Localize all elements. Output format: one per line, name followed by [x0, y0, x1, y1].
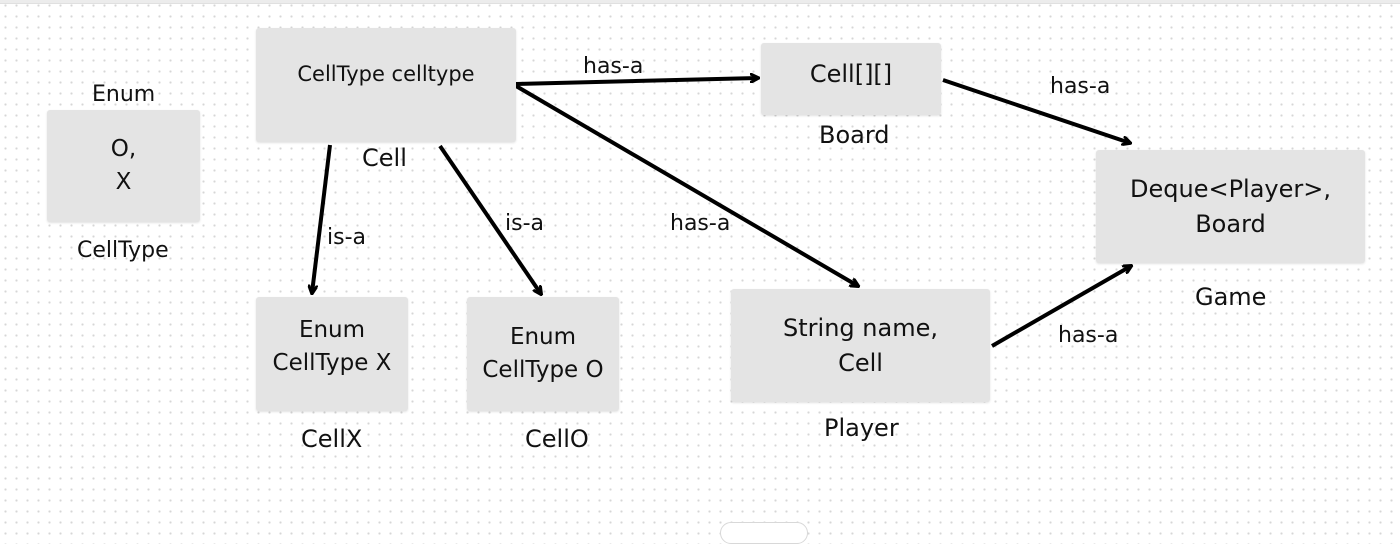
- celltype-enum-node[interactable]: O, X: [47, 110, 200, 222]
- player-caption: Player: [824, 414, 899, 442]
- edge-label-player-game: has-a: [1058, 323, 1119, 348]
- cell-caption: Cell: [362, 144, 407, 172]
- game-node[interactable]: Deque<Player>, Board: [1096, 150, 1365, 263]
- edge-cell-player[interactable]: [514, 84, 858, 286]
- edge-label-board-game: has-a: [1050, 74, 1111, 99]
- edge-board-game[interactable]: [942, 78, 1130, 143]
- diagram-edges: [0, 0, 1400, 348]
- edge-label-cell-cellx: is-a: [327, 225, 366, 250]
- canvas-top-rule: [0, 0, 1400, 4]
- edge-cell-board[interactable]: [515, 78, 758, 86]
- edge-label-cell-board: has-a: [583, 54, 644, 79]
- cello-node[interactable]: Enum CellType O: [467, 297, 619, 411]
- game-caption: Game: [1195, 283, 1267, 311]
- cell-node[interactable]: CellType celltype: [256, 28, 516, 142]
- cellx-node[interactable]: Enum CellType X: [256, 297, 408, 411]
- edge-label-cell-cello: is-a: [505, 211, 544, 236]
- cellx-caption: CellX: [301, 425, 363, 453]
- player-node[interactable]: String name, Cell: [731, 289, 990, 402]
- celltype-enum-caption: CellType: [77, 238, 169, 263]
- edge-cell-cellx[interactable]: [312, 144, 332, 293]
- edge-player-game[interactable]: [991, 266, 1131, 348]
- board-caption: Board: [819, 121, 890, 149]
- canvas-scroll-handle[interactable]: [720, 522, 808, 544]
- board-node[interactable]: Cell[][]: [761, 43, 941, 115]
- edge-cell-cello[interactable]: [438, 144, 541, 294]
- cello-caption: CellO: [525, 425, 589, 453]
- celltype-enum-header: Enum: [92, 82, 156, 107]
- edge-label-cell-player: has-a: [670, 211, 731, 236]
